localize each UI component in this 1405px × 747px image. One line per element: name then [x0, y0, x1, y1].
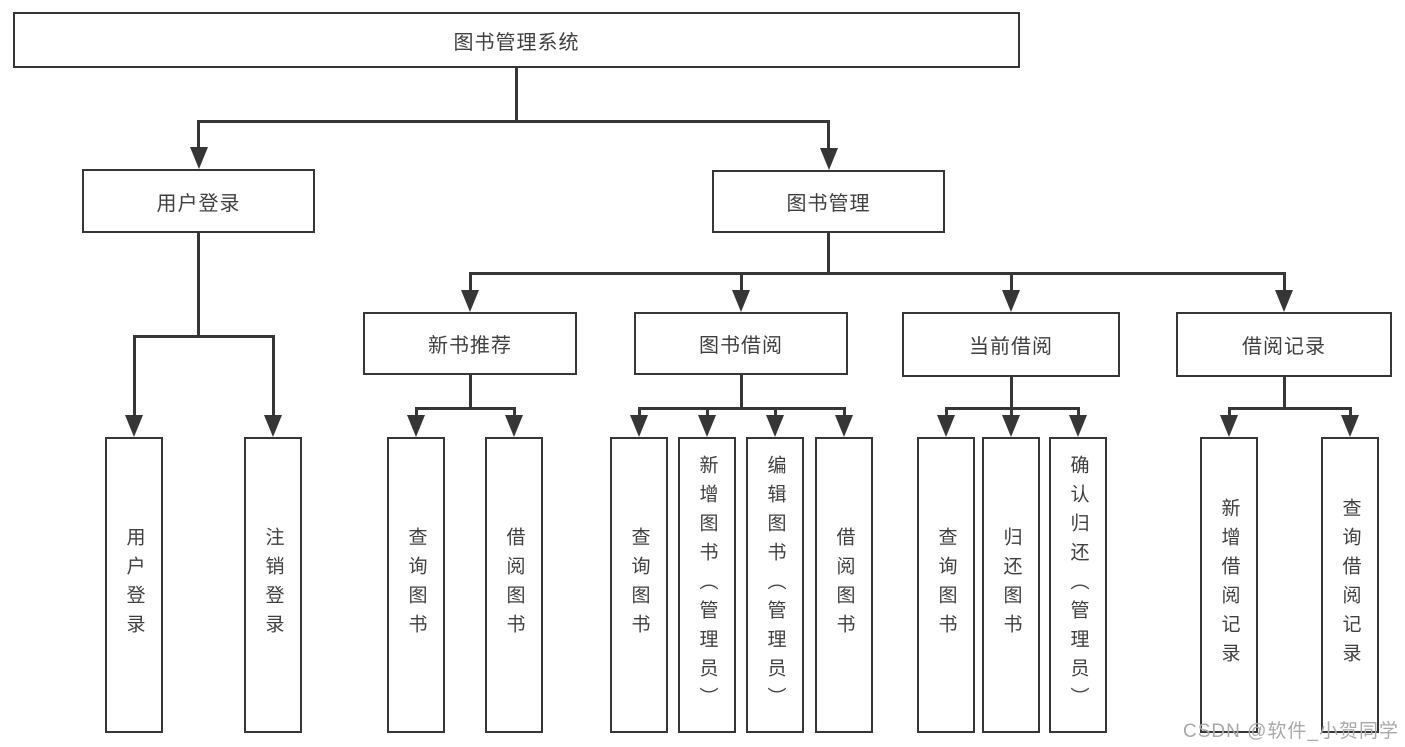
leaf-label: 查询图书	[935, 527, 957, 643]
leaf-label: 注销登录	[262, 527, 284, 643]
node-borrowing-records: 借阅记录	[1176, 312, 1392, 377]
connector-vline	[1009, 407, 1013, 419]
watermark: CSDN @软件_小贺同学	[1183, 721, 1399, 742]
connector-hline	[132, 335, 275, 338]
node-new-book-recommend: 新书推荐	[363, 312, 577, 375]
leaf-label: 新增借阅记录	[1218, 498, 1240, 672]
connector-hline	[1227, 407, 1352, 410]
leaf-label: 归还图书	[1000, 527, 1022, 643]
connector-vline	[1076, 407, 1080, 419]
connector-vline	[197, 233, 200, 336]
node-library-system: 图书管理系统	[13, 12, 1020, 68]
node-current-borrowing: 当前借阅	[902, 312, 1120, 377]
leaf-label: 查询借阅记录	[1339, 498, 1361, 672]
connector-hline	[468, 272, 1286, 275]
arrowhead-icon	[1002, 415, 1020, 437]
connector-vline	[1348, 407, 1352, 419]
leaf-label: 编辑图书（管理员）	[764, 454, 786, 716]
arrowhead-icon	[1002, 290, 1020, 312]
leaf-borrow-books: 借阅图书	[815, 437, 873, 733]
leaf-user-login: 用户登录	[105, 437, 163, 733]
leaf-label: 借阅图书	[503, 527, 525, 643]
connector-vline	[1282, 272, 1286, 292]
node-book-management: 图书管理	[712, 170, 945, 233]
leaf-label: 用户登录	[123, 527, 145, 643]
connector-vline	[197, 120, 200, 150]
arrowhead-icon	[264, 415, 282, 437]
leaf-query-borrow-record: 查询借阅记录	[1321, 437, 1379, 733]
connector-vline	[271, 335, 275, 417]
leaf-add-borrow-record: 新增借阅记录	[1200, 437, 1258, 733]
connector-vline	[512, 407, 516, 419]
leaf-query-books-current: 查询图书	[917, 437, 975, 733]
connector-vline	[468, 272, 472, 292]
connector-vline	[1282, 376, 1286, 409]
arrowhead-icon	[698, 415, 716, 437]
connector-vline	[944, 407, 948, 419]
arrowhead-icon	[732, 290, 750, 312]
arrowhead-icon	[461, 290, 479, 312]
connector-vline	[739, 272, 743, 292]
connector-vline	[637, 407, 641, 419]
connector-vline	[842, 407, 846, 419]
connector-vline	[1009, 272, 1013, 292]
connector-vline	[705, 407, 709, 419]
arrowhead-icon	[125, 415, 143, 437]
arrowhead-icon	[189, 147, 208, 169]
arrowhead-icon	[505, 415, 523, 437]
leaf-label: 查询图书	[628, 527, 650, 643]
leaf-query-books-borrow: 查询图书	[610, 437, 668, 733]
connector-vline	[827, 233, 830, 274]
leaf-borrow-books-recommend: 借阅图书	[485, 437, 543, 733]
arrowhead-icon	[819, 148, 838, 170]
arrowhead-icon	[835, 415, 853, 437]
leaf-logout-login: 注销登录	[244, 437, 302, 733]
leaf-confirm-return-admin: 确认归还（管理员）	[1049, 437, 1107, 733]
leaf-edit-books-admin: 编辑图书（管理员）	[746, 437, 804, 733]
node-user-login: 用户登录	[82, 169, 315, 233]
connector-hline	[637, 407, 846, 410]
arrowhead-icon	[1069, 415, 1087, 437]
leaf-label: 确认归还（管理员）	[1067, 454, 1089, 716]
connector-vline	[468, 375, 472, 409]
connector-vline	[132, 335, 136, 417]
connector-vline	[827, 120, 830, 150]
leaf-label: 查询图书	[405, 527, 427, 643]
leaf-return-books: 归还图书	[982, 437, 1040, 733]
leaf-label: 新增图书（管理员）	[696, 454, 718, 716]
arrowhead-icon	[1275, 290, 1293, 312]
connector-vline	[414, 407, 418, 419]
arrowhead-icon	[937, 415, 955, 437]
connector-hline	[414, 407, 516, 410]
connector-vline	[773, 407, 777, 419]
leaf-add-books-admin: 新增图书（管理员）	[678, 437, 736, 733]
arrowhead-icon	[1220, 415, 1238, 437]
leaf-label: 借阅图书	[833, 527, 855, 643]
arrowhead-icon	[766, 415, 784, 437]
leaf-query-books-recommend: 查询图书	[387, 437, 445, 733]
arrowhead-icon	[407, 415, 425, 437]
connector-vline	[1227, 407, 1231, 419]
connector-vline	[739, 375, 743, 409]
arrowhead-icon	[630, 415, 648, 437]
connector-vline	[1009, 376, 1013, 409]
connector-vline	[515, 68, 518, 121]
connector-hline	[197, 120, 830, 123]
arrowhead-icon	[1341, 415, 1359, 437]
node-book-borrowing: 图书借阅	[634, 312, 848, 375]
